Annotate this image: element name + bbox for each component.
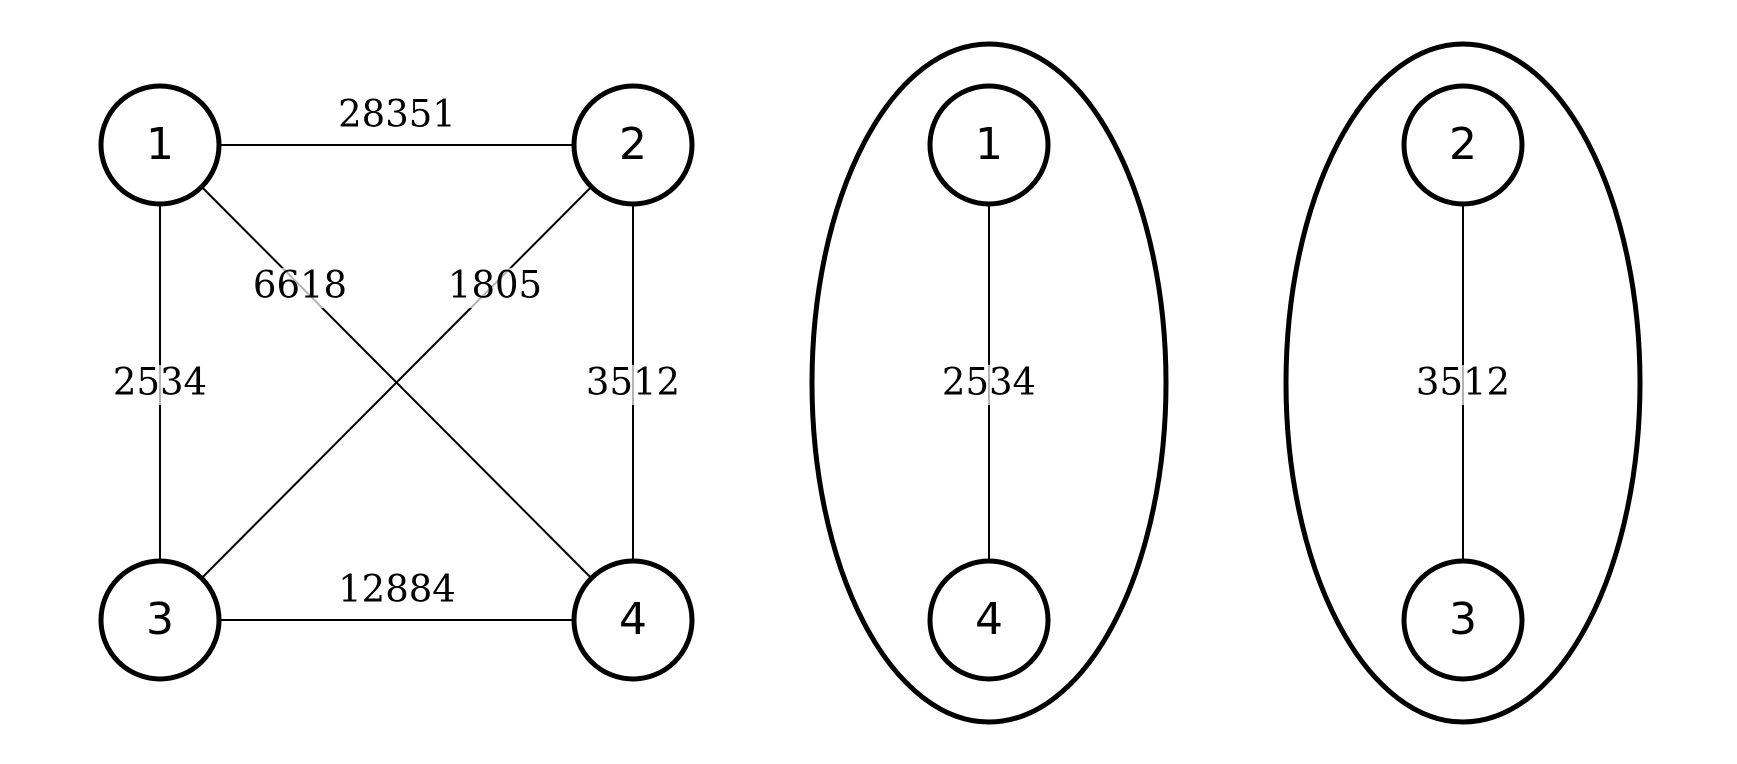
node-3: 3	[98, 558, 222, 682]
cluster-node-3: 3	[1401, 558, 1525, 682]
node-1: 1	[98, 83, 222, 207]
edge-label-3-4: 12884	[338, 568, 456, 611]
cluster-edge-label: 3512	[1416, 361, 1510, 404]
cluster-ellipse	[809, 41, 1169, 725]
cluster-edge-label: 2534	[942, 361, 1036, 404]
cluster-node-1: 1	[927, 83, 1051, 207]
node-label: 2	[619, 119, 647, 170]
cluster-b: 3512 2 3	[1283, 41, 1643, 725]
cluster-node-4: 4	[927, 558, 1051, 682]
node-label: 1	[146, 119, 174, 170]
full-graph: 28351 2534 6618 1805 3512 12884 1 2 3 4	[98, 83, 695, 682]
edge-label-2-3: 1805	[448, 264, 542, 307]
edge-label-1-4: 6618	[253, 264, 347, 307]
node-label: 2	[1449, 119, 1477, 170]
node-label: 1	[975, 119, 1003, 170]
edge-label-1-2: 28351	[338, 93, 456, 136]
node-label: 3	[146, 594, 174, 645]
node-2: 2	[571, 83, 695, 207]
cluster-a: 2534 1 4	[809, 41, 1169, 725]
cluster-ellipse	[1283, 41, 1643, 725]
node-label: 4	[975, 594, 1003, 645]
edge-2-3	[159, 144, 634, 621]
node-label: 3	[1449, 594, 1477, 645]
cluster-node-2: 2	[1401, 83, 1525, 207]
edge-label-1-3: 2534	[113, 361, 207, 404]
node-label: 4	[619, 594, 647, 645]
node-4: 4	[571, 558, 695, 682]
edge-label-2-4: 3512	[586, 361, 680, 404]
